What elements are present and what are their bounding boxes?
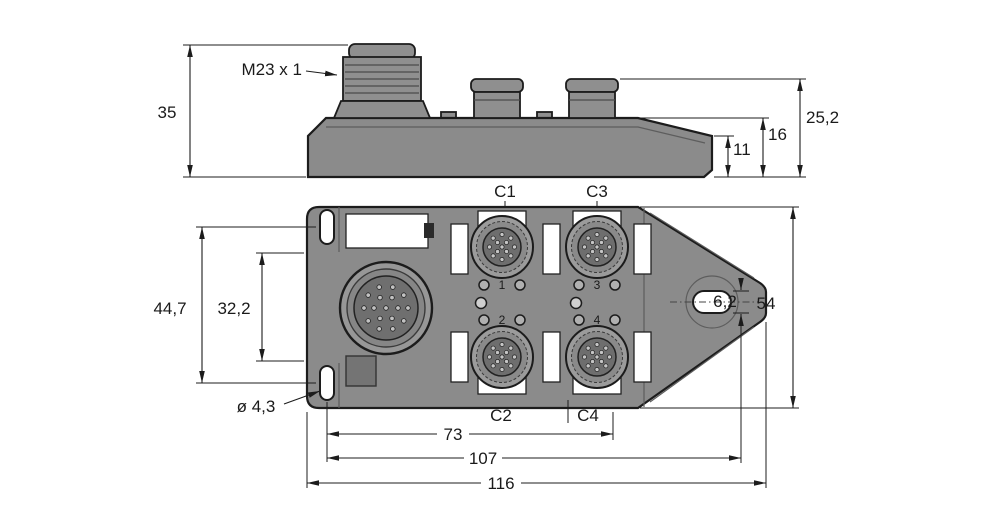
dim-116: 116 bbox=[306, 322, 767, 493]
insert-bar bbox=[450, 331, 469, 383]
center-screw-right bbox=[569, 296, 583, 310]
port-number-2: 2 bbox=[499, 313, 506, 327]
dim-54-label: 54 bbox=[757, 294, 776, 313]
dim-11: 11 bbox=[714, 135, 751, 177]
top-view: 1 3 2 4 C1 C3 C2 C4 44,7 32,2 ø 4,3 bbox=[153, 182, 799, 493]
m23-connector-side bbox=[332, 43, 432, 119]
insert-bar bbox=[633, 223, 652, 275]
m12-stub-2 bbox=[565, 78, 619, 119]
dim-16-label: 16 bbox=[768, 125, 787, 144]
label-field bbox=[345, 213, 429, 249]
dim-54: 54 bbox=[640, 206, 799, 409]
dim-116-label: 116 bbox=[487, 474, 514, 493]
led-port-3-a bbox=[573, 279, 585, 291]
m12-port-c3 bbox=[565, 215, 629, 279]
m23-base bbox=[332, 100, 432, 119]
insert-bar bbox=[542, 331, 561, 383]
m12-port-c2 bbox=[470, 325, 534, 389]
dim-107-label: 107 bbox=[469, 449, 497, 468]
label-field-notch bbox=[424, 223, 434, 238]
led-port-2-b bbox=[514, 314, 526, 326]
dim-6-2: 6,2 bbox=[713, 278, 749, 326]
center-screw-left bbox=[474, 296, 488, 310]
insert-bar bbox=[633, 331, 652, 383]
port-label-c2: C2 bbox=[490, 406, 512, 425]
led-port-1-b bbox=[514, 279, 526, 291]
port-number-4: 4 bbox=[594, 313, 601, 327]
led-port-1-a bbox=[478, 279, 490, 291]
led-port-2-a bbox=[478, 314, 490, 326]
dim-73: 73 bbox=[326, 402, 614, 462]
port-label-c1: C1 bbox=[494, 182, 516, 201]
dim-hole-dia: ø 4,3 bbox=[237, 390, 321, 416]
dim-107: 107 bbox=[327, 314, 742, 468]
mounting-slot-top-left bbox=[319, 209, 335, 245]
m12-port-c4 bbox=[565, 325, 629, 389]
dim-44-7: 44,7 bbox=[153, 226, 316, 384]
dim-16: 16 bbox=[640, 117, 787, 177]
port-number-3: 3 bbox=[594, 278, 601, 292]
side-view: M23 x 1 35 25,2 16 11 bbox=[158, 43, 839, 179]
insert-bar bbox=[450, 223, 469, 275]
port-label-c3: C3 bbox=[586, 182, 608, 201]
m12-port-c1 bbox=[470, 215, 534, 279]
led-port-4-b bbox=[609, 314, 621, 326]
dim-73-label: 73 bbox=[444, 425, 463, 444]
led-port-3-b bbox=[609, 279, 621, 291]
housing-side-view bbox=[306, 116, 714, 179]
insert-bar bbox=[542, 223, 561, 275]
dim-35: 35 bbox=[158, 44, 348, 178]
m23-port-face bbox=[338, 260, 434, 356]
m12-stub-1 bbox=[470, 78, 524, 119]
dim-44-7-label: 44,7 bbox=[153, 299, 186, 318]
dim-11-label: 11 bbox=[733, 140, 751, 159]
dim-25-2-label: 25,2 bbox=[806, 108, 839, 127]
port-number-1: 1 bbox=[499, 278, 506, 292]
mounting-slot-bottom-left bbox=[319, 365, 335, 401]
dim-6-2-label: 6,2 bbox=[713, 292, 737, 311]
recess-square bbox=[345, 355, 377, 387]
dim-32-2-label: 32,2 bbox=[217, 299, 250, 318]
led-port-4-a bbox=[573, 314, 585, 326]
m23-leader-line bbox=[305, 70, 338, 77]
dim-25-2: 25,2 bbox=[620, 78, 839, 178]
dim-35-label: 35 bbox=[158, 103, 177, 122]
m23-thread-label: M23 x 1 bbox=[242, 60, 302, 79]
housing-side-top-face-line bbox=[326, 126, 706, 144]
port-label-c4: C4 bbox=[577, 406, 599, 425]
dim-32-2: 32,2 bbox=[217, 252, 304, 362]
dim-hole-dia-label: ø 4,3 bbox=[237, 397, 276, 416]
